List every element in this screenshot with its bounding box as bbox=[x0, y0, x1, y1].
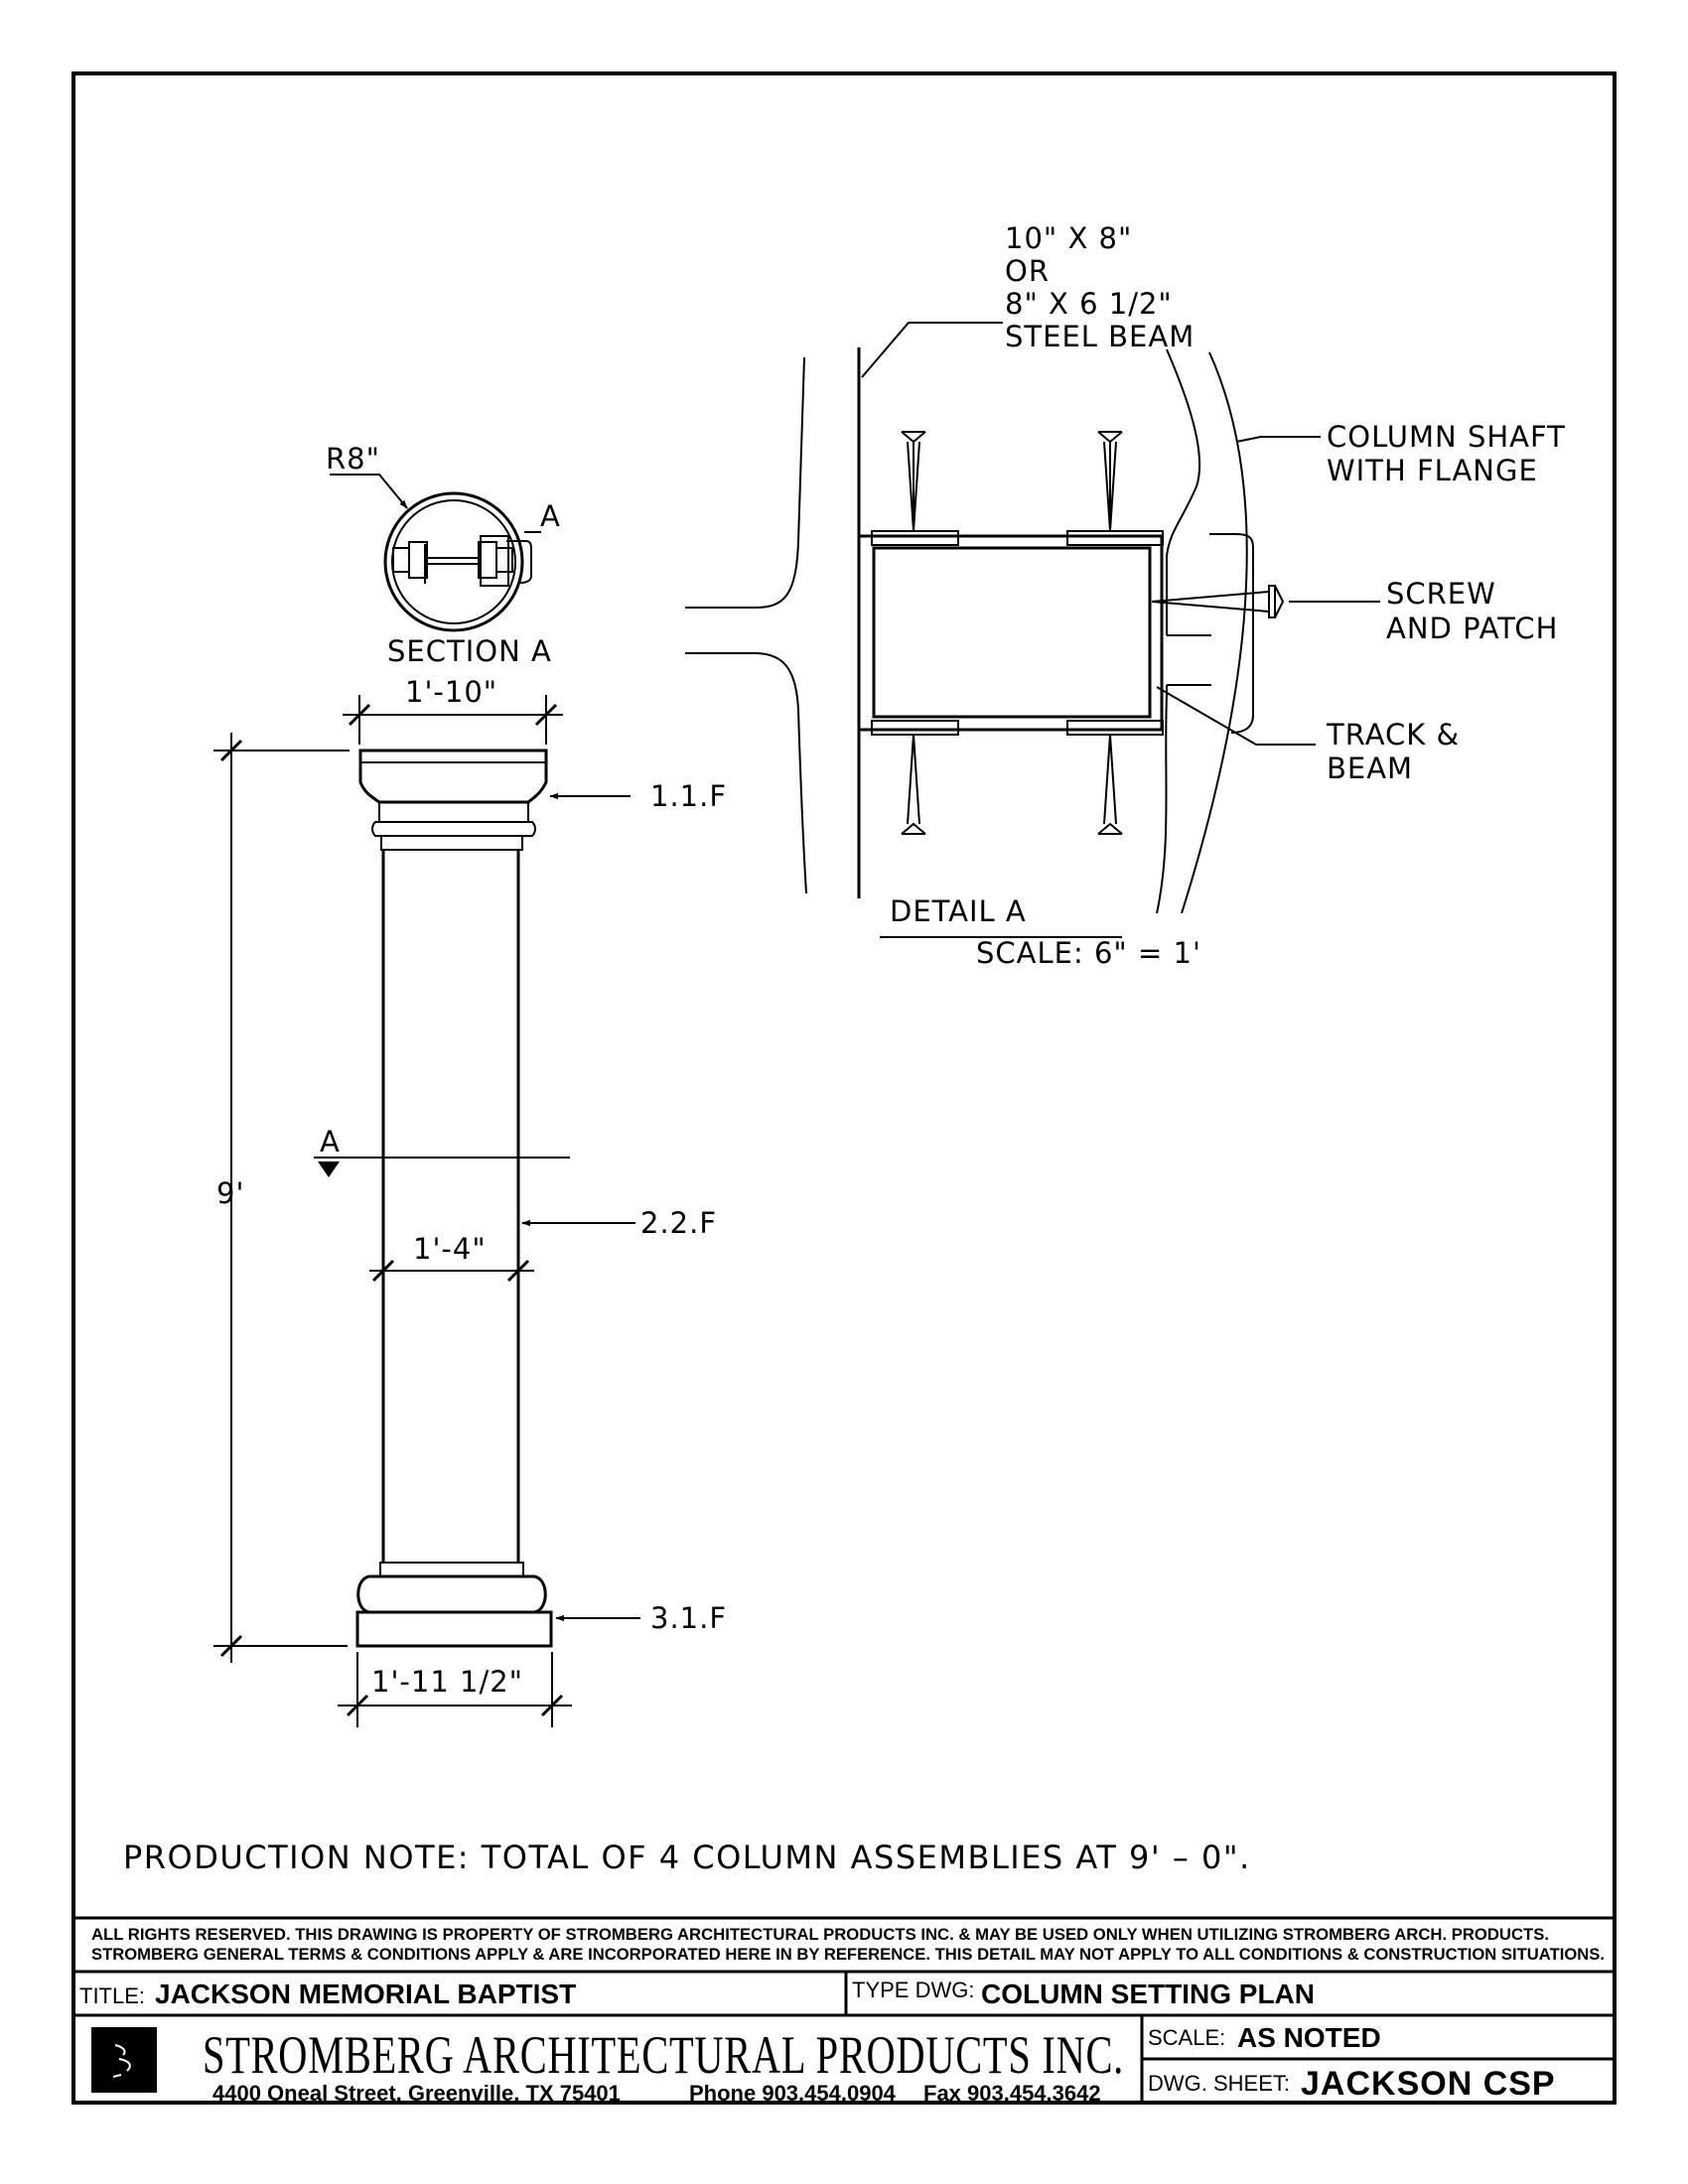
shaft-callout-line2: WITH FLANGE bbox=[1327, 454, 1538, 487]
beam-callout-line1: 10" X 8" bbox=[1005, 221, 1132, 255]
section-radius-label: R8" bbox=[326, 442, 380, 476]
section-cut-marker-elevation: A bbox=[320, 1125, 341, 1159]
shaft-ref: 2.2.F bbox=[640, 1206, 717, 1240]
company-name: STROMBERG ARCHITECTURAL PRODUCTS INC. bbox=[203, 2025, 1124, 2085]
screw-callout-line1: SCREW bbox=[1386, 577, 1496, 611]
type-label: TYPE DWG: bbox=[852, 1978, 974, 2002]
track-callout-line2: BEAM bbox=[1327, 751, 1413, 785]
cap-ref: 1.1.F bbox=[650, 779, 727, 813]
scale-label: SCALE: bbox=[1148, 2025, 1225, 2050]
screw-callout-line2: AND PATCH bbox=[1386, 612, 1558, 645]
company-address: 4400 Oneal Street, Greenville, TX 75401 bbox=[212, 2081, 621, 2106]
company-phone: Phone 903.454.0904 bbox=[689, 2081, 897, 2106]
scale-value: AS NOTED bbox=[1237, 2022, 1381, 2053]
detail-a: 10" X 8" OR 8" X 6 1/2" STEEL BEAM COLUM… bbox=[685, 221, 1566, 970]
sheet-value: JACKSON CSP bbox=[1301, 2065, 1556, 2103]
height-dim: 9' bbox=[216, 1176, 244, 1210]
section-cut-marker: A bbox=[540, 499, 561, 533]
section-a: R8" A SECTION A bbox=[326, 442, 561, 668]
beam-callout-line2: OR bbox=[1005, 254, 1050, 288]
beam-callout-line4: STEEL BEAM bbox=[1005, 320, 1195, 353]
base-width-dim: 1'-11 1/2" bbox=[371, 1665, 523, 1699]
cap-width-dim: 1'-10" bbox=[405, 675, 497, 709]
shaft-width-dim: 1'-4" bbox=[413, 1232, 487, 1266]
detail-scale: SCALE: 6" = 1' bbox=[976, 936, 1201, 970]
shaft-callout-line1: COLUMN SHAFT bbox=[1327, 420, 1566, 454]
base-ref: 3.1.F bbox=[650, 1601, 727, 1635]
column-elevation: 1'-10" 1.1.F 9' A 2.2.F 1'-4" 3.1.F 1'-1 bbox=[213, 675, 727, 1727]
detail-title: DETAIL A bbox=[890, 894, 1027, 928]
sheet-label: DWG. SHEET: bbox=[1148, 2071, 1290, 2096]
production-note: PRODUCTION NOTE: TOTAL OF 4 COLUMN ASSEM… bbox=[123, 1839, 1251, 1876]
section-title: SECTION A bbox=[387, 634, 552, 668]
title-value: JACKSON MEMORIAL BAPTIST bbox=[155, 1979, 576, 2009]
type-value: COLUMN SETTING PLAN bbox=[981, 1979, 1315, 2009]
rights-line-2: STROMBERG GENERAL TERMS & CONDITIONS APP… bbox=[91, 1946, 1605, 1964]
sheet-border bbox=[71, 71, 1617, 2105]
rights-line-1: ALL RIGHTS RESERVED. THIS DRAWING IS PRO… bbox=[91, 1926, 1549, 1944]
title-block: ALL RIGHTS RESERVED. THIS DRAWING IS PRO… bbox=[73, 1916, 1615, 2106]
track-callout-line1: TRACK & bbox=[1326, 718, 1460, 751]
title-label: TITLE: bbox=[79, 1983, 145, 2008]
company-fax: Fax 903.454.3642 bbox=[923, 2081, 1101, 2106]
beam-callout-line3: 8" X 6 1/2" bbox=[1005, 287, 1173, 321]
